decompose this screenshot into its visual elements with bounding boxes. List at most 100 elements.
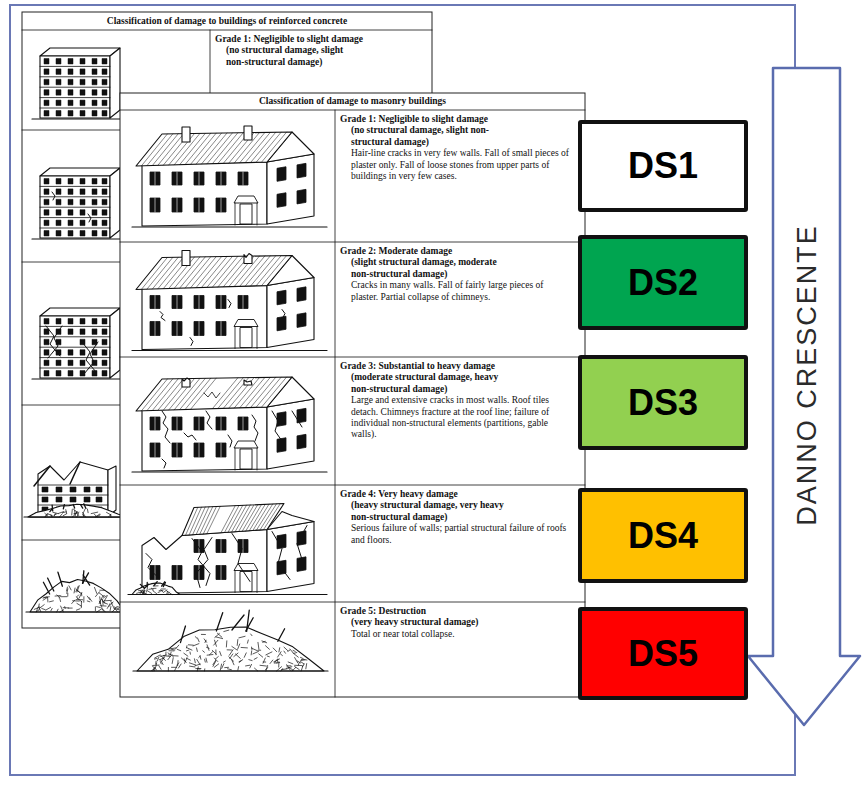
debris-stroke bbox=[83, 597, 84, 602]
window-bar bbox=[177, 443, 178, 457]
front-wall bbox=[142, 407, 267, 471]
roof-tile-line bbox=[141, 134, 167, 166]
debris-stroke bbox=[61, 606, 64, 612]
masonry-building-drawing bbox=[133, 610, 328, 671]
floor-slab-line bbox=[40, 97, 110, 98]
window bbox=[80, 231, 85, 237]
floor-slab-line bbox=[40, 336, 110, 337]
debris-stroke bbox=[295, 666, 300, 669]
floor-slab-line bbox=[38, 495, 108, 496]
side-window bbox=[277, 193, 286, 208]
window bbox=[150, 198, 160, 212]
arrow-label: DANNO CRESCENTE bbox=[793, 224, 820, 526]
debris-stroke bbox=[200, 656, 202, 659]
floor-slab-line bbox=[40, 207, 110, 208]
grade-description: Cracks in many walls. Fall of fairly lar… bbox=[351, 280, 572, 303]
window bbox=[44, 231, 49, 237]
debris-stroke bbox=[185, 658, 187, 664]
window bbox=[80, 220, 85, 226]
window bbox=[102, 231, 107, 237]
window bbox=[150, 322, 160, 336]
damage-state-box: DS5 bbox=[578, 607, 748, 700]
debris-stroke bbox=[141, 591, 145, 593]
crack-line bbox=[252, 415, 258, 441]
roof-tile-line bbox=[246, 505, 262, 532]
porch-post bbox=[235, 448, 236, 470]
debris-stroke bbox=[196, 648, 198, 652]
debris-stroke bbox=[58, 512, 64, 514]
window-bar bbox=[177, 566, 178, 580]
debris-stroke bbox=[48, 514, 53, 516]
roof-tile-line bbox=[196, 257, 222, 288]
grade-cell: Grade 3: Substantial to heavy damage(mod… bbox=[335, 357, 578, 485]
debris-stroke bbox=[195, 637, 197, 639]
debris-stroke bbox=[258, 650, 261, 651]
roof-tile-line bbox=[147, 134, 173, 166]
debris-stroke bbox=[97, 606, 101, 608]
table-rule bbox=[120, 357, 585, 358]
window bbox=[92, 79, 97, 85]
masonry-building-drawing bbox=[128, 504, 327, 595]
crack-line bbox=[297, 526, 307, 560]
window-bar bbox=[199, 172, 200, 185]
window bbox=[238, 172, 248, 185]
debris-stroke bbox=[69, 586, 71, 590]
debris-stroke bbox=[77, 603, 82, 606]
debris-stroke bbox=[99, 593, 104, 597]
window bbox=[172, 198, 182, 212]
window bbox=[92, 371, 97, 377]
debris-stroke bbox=[157, 657, 159, 661]
grade-heading: Grade 1: Negligible to slight damage bbox=[215, 34, 426, 45]
roof-tile-line bbox=[196, 507, 209, 535]
debris-stroke bbox=[109, 515, 111, 517]
window bbox=[68, 199, 73, 205]
masonry-building-drawing bbox=[132, 126, 327, 227]
window bbox=[44, 329, 49, 335]
masonry-building-drawing bbox=[132, 377, 327, 472]
outer-frame bbox=[10, 5, 795, 775]
door bbox=[240, 204, 252, 224]
porch-post bbox=[257, 327, 258, 349]
debris-stroke bbox=[159, 590, 163, 591]
broken-beam bbox=[232, 615, 244, 630]
roof-tile-line bbox=[174, 378, 200, 409]
window bbox=[194, 322, 204, 336]
window bbox=[80, 179, 85, 185]
grade-description: Total or near total collapse. bbox=[351, 629, 572, 640]
window-bar bbox=[177, 198, 178, 212]
debris-stroke bbox=[284, 647, 288, 651]
window bbox=[44, 360, 49, 366]
debris-stroke bbox=[295, 658, 298, 663]
debris-stroke bbox=[301, 659, 307, 661]
debris-stroke bbox=[109, 602, 113, 607]
roof-tile-line bbox=[152, 134, 178, 166]
roof-tile-line bbox=[193, 507, 206, 535]
debris-stroke bbox=[59, 598, 61, 601]
window bbox=[44, 69, 49, 75]
window bbox=[68, 210, 73, 216]
window-bar bbox=[177, 296, 178, 309]
porch-post bbox=[235, 203, 236, 225]
broken-beam bbox=[58, 572, 62, 586]
table-rule bbox=[22, 30, 432, 31]
grade-qualifier: (very heavy structural damage) bbox=[351, 617, 511, 628]
window bbox=[80, 69, 85, 75]
crack-line bbox=[146, 554, 156, 576]
debris-stroke bbox=[193, 644, 199, 646]
debris-stroke bbox=[47, 598, 48, 602]
window bbox=[80, 319, 85, 325]
window bbox=[56, 210, 61, 216]
debris-stroke bbox=[73, 600, 80, 601]
window bbox=[102, 79, 107, 85]
roof-tile-line bbox=[262, 132, 287, 162]
broken-beam bbox=[147, 583, 148, 588]
debris-stroke bbox=[289, 667, 293, 670]
window bbox=[68, 69, 73, 75]
debris-stroke bbox=[153, 585, 158, 586]
floor-slab-line bbox=[40, 108, 110, 109]
frame-roof bbox=[40, 308, 120, 316]
debris-stroke bbox=[104, 603, 108, 604]
window bbox=[56, 231, 61, 237]
roof bbox=[182, 504, 284, 536]
floor-slab-line bbox=[40, 76, 110, 77]
